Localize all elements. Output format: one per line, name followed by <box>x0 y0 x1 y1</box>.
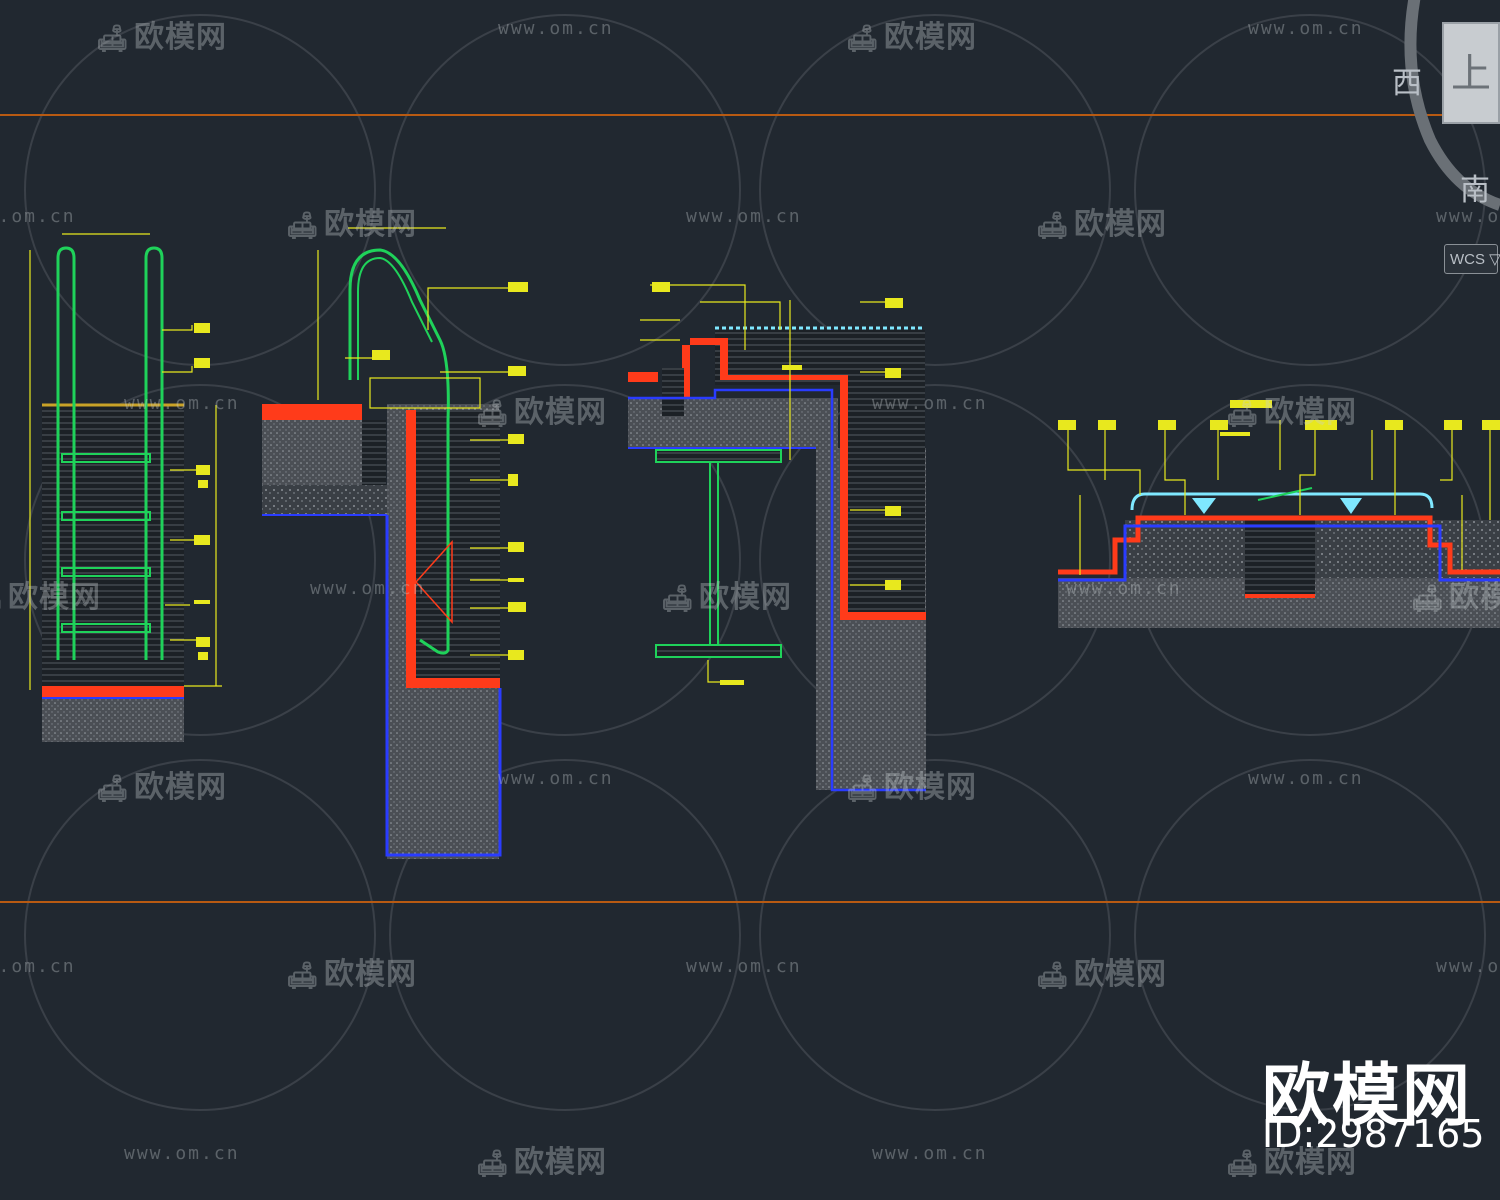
watermark-url: www.om.cn <box>686 956 802 977</box>
watermark-logo: 🛋欧模网 <box>1036 207 1168 242</box>
viewcube[interactable]: 西 上 南 WCS ▽ <box>1380 0 1500 280</box>
watermark-logo: 🛋欧模网 <box>286 207 418 242</box>
watermark-url: www.om.cn <box>124 1143 240 1164</box>
ladder-elevation-detail <box>29 233 222 742</box>
watermark-url: www.om.cn <box>1248 18 1364 39</box>
watermark-url: www.om.cn <box>0 206 76 227</box>
brand-watermark: 欧模网 <box>1262 1057 1473 1136</box>
watermark-logo: 🛋欧模网 <box>476 395 608 430</box>
viewcube-south-label[interactable]: 南 <box>1460 173 1490 208</box>
watermark-arcs <box>24 14 1486 1111</box>
watermark-logo: 🛋欧模网 <box>476 1145 608 1180</box>
watermark-logo: 🛋欧模网 <box>846 20 978 55</box>
pool-gutter-section-detail <box>1058 400 1500 628</box>
model-id-label: ID:2987165 <box>1262 1112 1485 1156</box>
watermark-logo: 🛋欧模网 <box>286 957 418 992</box>
viewcube-compass-ring-icon[interactable] <box>1380 0 1500 240</box>
watermark-url: www.om.cn <box>1248 768 1364 789</box>
watermark-logo: 🛋欧模网 <box>0 580 102 615</box>
watermark-logo: 🛋欧模网 <box>1226 1145 1358 1180</box>
watermark-url: www.om.cn <box>310 578 426 599</box>
watermark-logo: 🛋欧模网 <box>1226 395 1358 430</box>
wcs-dropdown[interactable]: WCS ▽ <box>1444 244 1500 274</box>
watermark-url: www.om.cn <box>872 393 988 414</box>
viewcube-top-face[interactable]: 上 <box>1442 22 1500 124</box>
watermark-url: www.om.cn <box>498 18 614 39</box>
viewcube-west-label[interactable]: 西 <box>1392 66 1422 101</box>
watermark-url: www.om.cn <box>1436 956 1500 977</box>
watermark-logo: 🛋欧模网 <box>96 20 228 55</box>
watermark-url: www.om.cn <box>1066 578 1182 599</box>
watermark-logo: 🛋欧模网 <box>661 580 793 615</box>
watermark-logo: 🛋欧模网 <box>1036 957 1168 992</box>
watermark-url: www.om.cn <box>0 956 76 977</box>
watermark-url: www.om.cn <box>124 393 240 414</box>
watermark-logo: 🛋欧模网 <box>846 770 978 805</box>
ladder-section-detail <box>262 227 528 859</box>
watermark-url: www.om.cn <box>686 206 802 227</box>
watermark-logo: 🛋欧模网 <box>96 770 228 805</box>
watermark-url: www.om.cn <box>498 768 614 789</box>
watermark-url: www.om.cn <box>1436 206 1500 227</box>
watermark-url: www.om.cn <box>872 1143 988 1164</box>
pool-edge-beam-detail <box>628 282 926 792</box>
watermark-logo: 🛋欧模网 <box>1411 580 1500 615</box>
